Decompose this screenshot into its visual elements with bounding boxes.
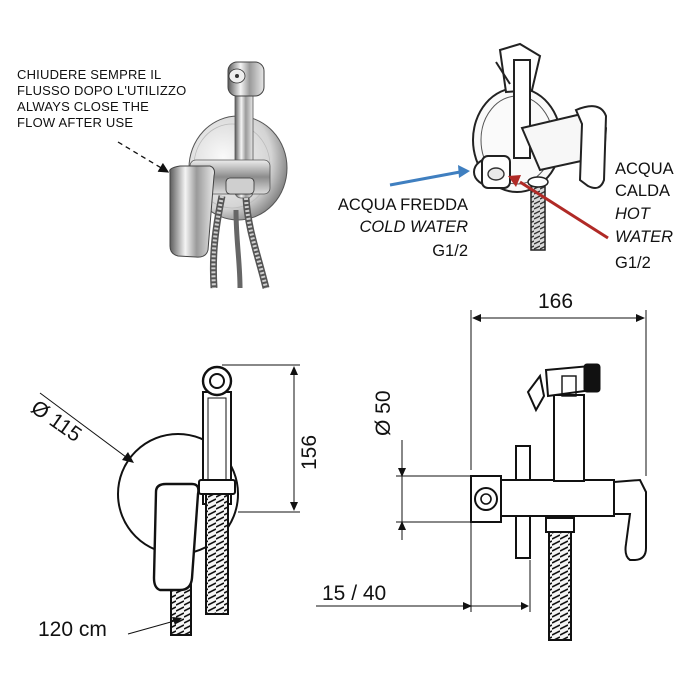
front-view-dimension-lines	[39, 364, 300, 635]
head-diameter-label: Ø 50	[372, 390, 395, 436]
depth-dimension-label: 15 / 40	[322, 582, 387, 605]
note-leader-line	[117, 141, 170, 173]
width-dimension-label: 166	[538, 290, 574, 313]
side-view-drawing	[470, 363, 647, 641]
cold-water-en-label: COLD WATER	[359, 218, 468, 236]
side-view-dimension-lines	[316, 310, 647, 612]
note-line-4: FLOW AFTER USE	[17, 115, 134, 130]
cold-water-thread-label: G1/2	[432, 242, 468, 260]
hot-water-en-label-2: WATER	[615, 228, 674, 246]
height-dimension-label: 156	[298, 434, 321, 470]
hose-length-label: 120 cm	[38, 618, 107, 641]
hot-water-it-label-2: CALDA	[615, 182, 671, 200]
hot-water-en-label-1: HOT	[615, 205, 650, 223]
product-render-installation	[472, 42, 608, 251]
cold-water-arrow	[389, 170, 461, 187]
note-line-3: ALWAYS CLOSE THE	[17, 99, 150, 114]
front-view-drawing	[117, 365, 239, 636]
hot-water-thread-label: G1/2	[615, 254, 651, 272]
product-render-front	[169, 61, 288, 289]
cold-water-it-label: ACQUA FREDDA	[337, 196, 468, 214]
note-line-2: FLUSSO DOPO L'UTILIZZO	[17, 83, 187, 98]
note-line-1: CHIUDERE SEMPRE IL	[17, 67, 162, 82]
hot-water-it-label-1: ACQUA	[615, 160, 674, 178]
hot-water-arrow	[519, 180, 609, 240]
